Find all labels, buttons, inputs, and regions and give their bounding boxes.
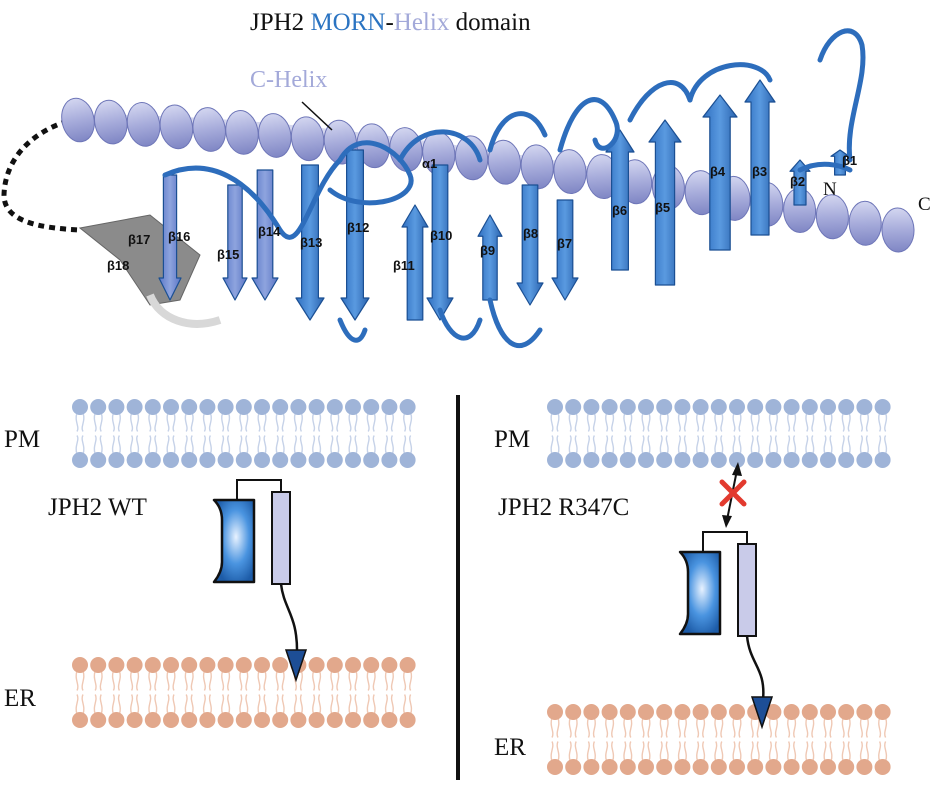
helix-coil [94,99,128,145]
strand-label: β16 [168,229,190,244]
strand-label: β15 [217,247,239,262]
mut-pm-label: PM [494,426,530,453]
mut-morn-domain [678,550,722,636]
helix-coil [520,144,554,190]
helix-coil [815,194,849,240]
beta-strand [551,199,579,301]
c-helix-ribbon [61,97,915,253]
mut-arrowhead [750,696,774,730]
wt-er-label: ER [4,685,36,712]
strand-label: β1 [842,153,857,168]
c-helix-pointer [301,101,333,131]
beta-strand [648,119,682,286]
mut-arrow-down-head [722,515,732,528]
mut-construct-label: JPH2 R347C [498,494,629,521]
helix-coil [126,102,161,147]
mut-jph2-construct [678,462,774,730]
membranes [72,399,891,775]
wt-morn-domain [212,498,256,584]
strand-label: β4 [710,164,726,179]
helix-coil [454,135,489,181]
helix-coil [848,200,882,246]
strand-label: β6 [612,203,627,218]
beta-strands [158,79,850,321]
strand-label: β3 [752,164,767,179]
helix-coil [225,110,259,155]
strand-label: β8 [523,226,538,241]
beta-strand [401,204,429,321]
wt-jph2-construct [212,479,308,683]
blocked-cross-icon [719,479,747,507]
c-terminus-label: C [918,194,931,215]
beta-strand [340,149,370,321]
beta-strand [477,214,503,301]
wt-pm-label: PM [4,426,40,453]
c-helix-label: C-Helix [250,67,327,93]
strand-label: β14 [258,224,281,239]
n-terminus-label: N [823,179,837,200]
beta-strand [516,184,544,306]
strand-label: β17 [128,232,150,247]
title-part-domain: domain [449,9,531,36]
helix-coil [290,116,325,162]
wt-plasma-membrane [72,399,416,468]
strand-label: β2 [790,174,805,189]
strand-label: β9 [480,243,495,258]
beta-strand [426,164,454,321]
strand-label: β13 [300,235,322,250]
beta-strand [744,79,776,236]
mut-er-label: ER [494,734,526,761]
strand-label: β18 [107,258,129,273]
title-part-dash: - [385,9,393,36]
helix-coil [881,207,915,253]
helix-coil [61,97,95,143]
helix-coil [192,107,226,152]
strand-label: β12 [347,220,369,235]
mut-arrow-up-head [732,462,742,476]
strand-label: β11 [393,258,415,273]
mut-linker [702,531,748,552]
mut-tm-tail [745,635,765,701]
title-part-jph2: JPH2 [250,9,310,36]
disordered-loop [1,115,81,233]
alpha1-label: α1 [422,156,437,171]
beta-strand [702,94,738,251]
wt-tm-tail [279,583,299,656]
title-part-helix: Helix [394,9,450,36]
beta-strand [605,129,635,271]
helix-coil [258,113,292,158]
title-part-morn: MORN [310,9,385,36]
figure-title: JPH2 MORN-Helix domain [250,9,531,36]
beta-strand [158,174,182,301]
wt-arrowhead [284,649,308,683]
strand-label: β10 [430,228,452,243]
wt-er-membrane [72,657,416,728]
beta-strand [222,184,248,301]
wt-construct-label: JPH2 WT [48,494,147,521]
helix-coil [159,104,194,150]
strand-label: β7 [557,236,572,251]
loops [162,28,866,349]
strand-labels: β1 β2 β3 β4 β5 β6 β7 β8 β9 β10 β11 β12 β13 β14 β15 β16 β… [107,153,857,273]
protein-structure [1,28,915,349]
mut-plasma-membrane [547,399,891,468]
mut-er-membrane [547,704,891,775]
mut-helix-domain [737,543,757,637]
strand-label: β5 [655,200,670,215]
helix-coil [487,139,521,185]
helix-coil [553,149,587,195]
wt-helix-domain [271,491,291,585]
wt-linker [236,479,282,500]
